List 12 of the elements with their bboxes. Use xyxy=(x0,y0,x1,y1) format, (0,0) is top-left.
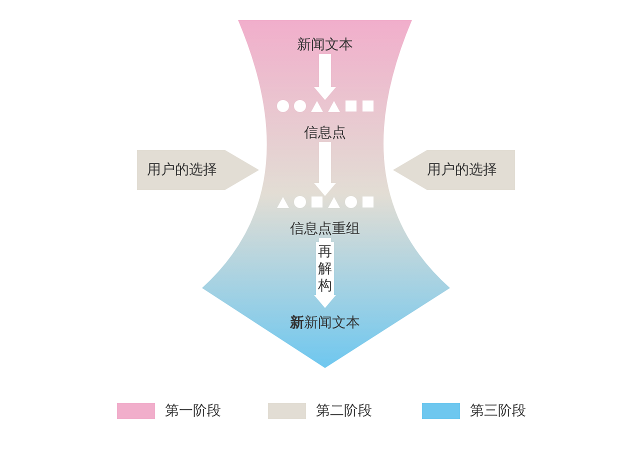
node-label: 信息点 xyxy=(304,124,346,142)
legend-label: 第一阶段 xyxy=(165,402,221,420)
block-arrow xyxy=(314,54,336,100)
node-label: 用户的选择 xyxy=(147,161,217,179)
legend-label: 第三阶段 xyxy=(470,402,526,420)
node-label: 新闻文本 xyxy=(297,36,353,54)
node-label: 信息点重组 xyxy=(290,220,360,238)
legend-label: 第二阶段 xyxy=(316,402,372,420)
block-arrow xyxy=(314,142,336,196)
node-label: 新新闻文本 xyxy=(290,314,360,332)
edge-label: 再解构 xyxy=(316,242,334,297)
node-label: 用户的选择 xyxy=(427,161,497,179)
